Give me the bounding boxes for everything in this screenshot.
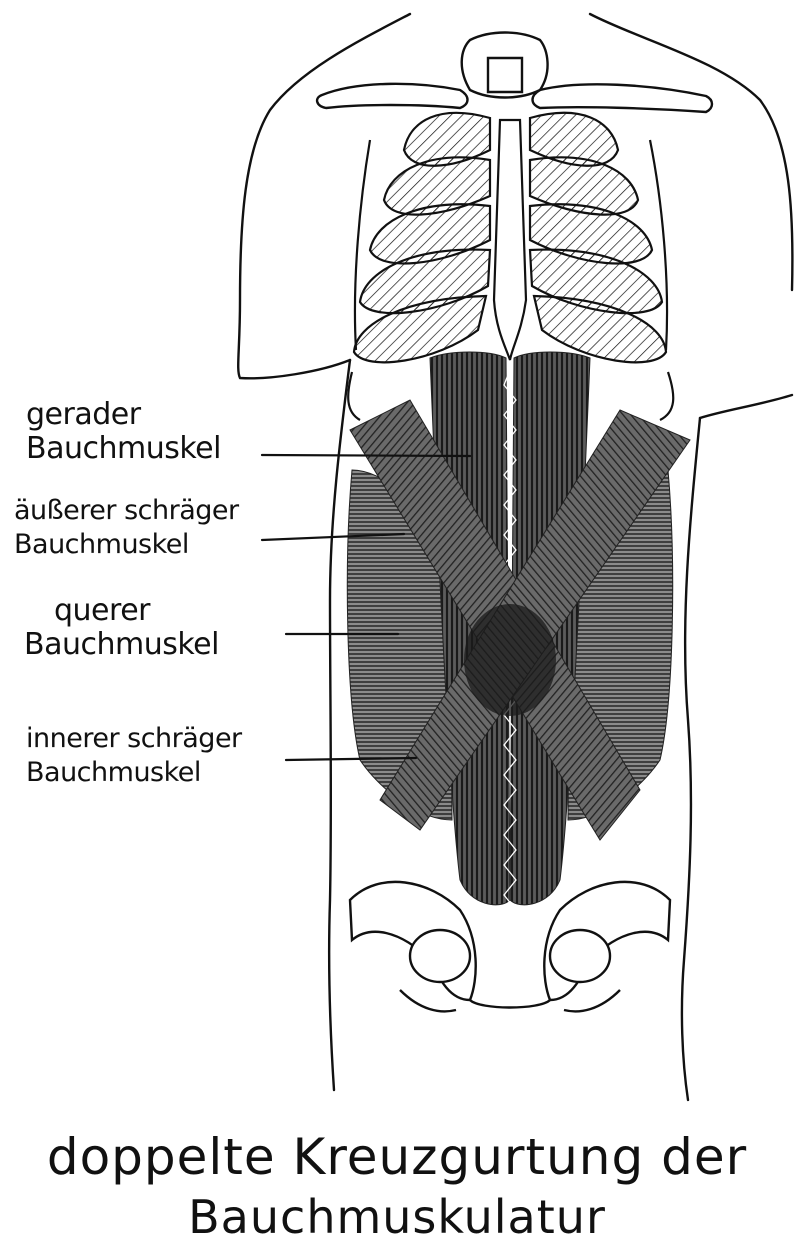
abdominal-muscles xyxy=(347,352,690,910)
caption-line-2: Bauchmuskulatur xyxy=(0,1190,794,1244)
pelvis xyxy=(350,882,670,1012)
label-external-oblique-line1: äußerer schräger xyxy=(14,494,239,528)
label-internal-oblique-line2: Bauchmuskel xyxy=(26,756,242,790)
label-internal-oblique-line1: innerer schräger xyxy=(26,722,242,756)
caption-line-1: doppelte Kreuzgurtung der xyxy=(0,1128,794,1186)
label-external-oblique: äußerer schräger Bauchmuskel xyxy=(14,494,239,562)
label-transversus-line2: Bauchmuskel xyxy=(24,628,219,662)
label-rectus-line1: gerader xyxy=(26,398,221,432)
label-external-oblique-line2: Bauchmuskel xyxy=(14,528,239,562)
clavicles xyxy=(317,33,712,113)
label-transversus-line1: querer xyxy=(24,594,219,628)
rib-cage xyxy=(348,113,673,420)
label-rectus-abdominis: gerader Bauchmuskel xyxy=(26,398,221,466)
leader-line-rectus xyxy=(262,455,470,456)
label-rectus-line2: Bauchmuskel xyxy=(26,432,221,466)
label-internal-oblique: innerer schräger Bauchmuskel xyxy=(26,722,242,790)
label-transversus: querer Bauchmuskel xyxy=(24,594,219,662)
